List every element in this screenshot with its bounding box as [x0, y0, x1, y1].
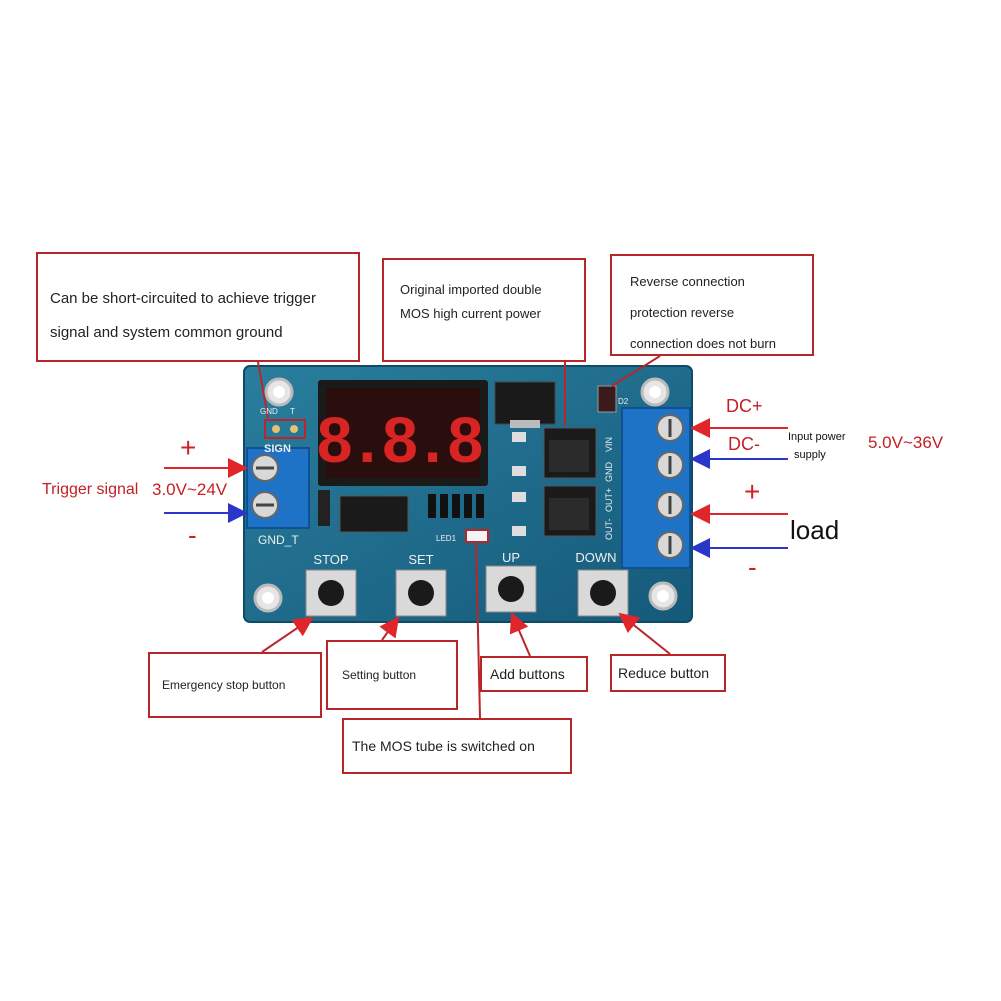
- led1: [465, 529, 489, 543]
- dc-plus-label: DC+: [726, 396, 763, 416]
- dc-minus-label: DC-: [728, 434, 760, 454]
- svg-text:GND: GND: [604, 462, 614, 483]
- silk-d2: D2: [618, 397, 629, 406]
- load-plus-sign: +: [744, 476, 761, 507]
- trigger-signal-label: Trigger signal: [42, 481, 139, 498]
- left-plus-sign: +: [180, 432, 197, 463]
- callout-add: Add buttons: [480, 656, 588, 692]
- silk-gnd-t: GND_T: [258, 533, 299, 547]
- up-button[interactable]: [485, 565, 537, 613]
- svg-text:OUT-: OUT-: [604, 518, 614, 540]
- left-minus-sign: -: [188, 520, 197, 550]
- callout-mos-switched: The MOS tube is switched on: [342, 718, 572, 774]
- down-button[interactable]: [577, 569, 629, 617]
- set-button[interactable]: [395, 569, 447, 617]
- silk-pin-labels: OUT- OUT+ GND VIN: [604, 437, 614, 540]
- silk-led1: LED1: [436, 534, 457, 543]
- header-pins: [318, 490, 484, 526]
- input-voltage: 5.0V~36V: [868, 433, 944, 452]
- load-minus-sign: -: [748, 552, 757, 582]
- up-label: UP: [502, 550, 520, 565]
- silk-trig: T: [290, 407, 295, 416]
- silk-sign: SIGN: [264, 443, 291, 455]
- right-terminal-screws: [656, 414, 684, 559]
- callout-mos-power: Original imported double MOS high curren…: [382, 258, 586, 362]
- input-power-label: Input power: [788, 431, 846, 443]
- callout-leaders: [257, 355, 661, 719]
- callout-trigger-short: Can be short-circuited to achieve trigge…: [36, 252, 360, 362]
- load-label: load: [790, 515, 840, 545]
- callout-reverse-protection: Reverse connection protection reverse co…: [610, 254, 814, 356]
- callout-emergency-stop: Emergency stop button: [148, 652, 322, 718]
- display-digits: 8.8.8: [317, 404, 489, 476]
- smd-components: [512, 385, 617, 536]
- input-supply-label: supply: [794, 449, 826, 461]
- set-label: SET: [408, 552, 433, 567]
- gnd-t-pads: [264, 419, 306, 439]
- svg-text:OUT+: OUT+: [604, 488, 614, 512]
- down-label: DOWN: [575, 550, 616, 565]
- button-arrows: [261, 612, 671, 657]
- stop-label: STOP: [313, 552, 348, 567]
- svg-text:VIN: VIN: [604, 437, 614, 452]
- mounting-holes: [253, 377, 678, 613]
- silk-gnd: GND: [260, 407, 278, 416]
- stop-button[interactable]: [305, 569, 357, 617]
- regulator-chip: [494, 381, 556, 425]
- callout-reduce: Reduce button: [610, 654, 726, 692]
- optocoupler-chip: [339, 495, 409, 533]
- trigger-voltage: 3.0V~24V: [152, 480, 228, 499]
- callout-setting: Setting button: [326, 640, 458, 710]
